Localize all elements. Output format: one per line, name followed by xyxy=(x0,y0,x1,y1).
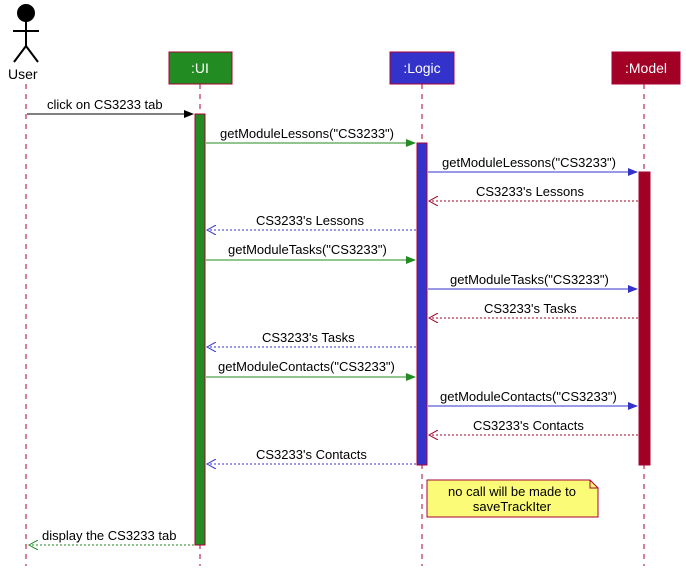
message-label: CS3233's Lessons xyxy=(256,213,364,228)
ui-activation-bar xyxy=(194,113,206,546)
note: no call will be made to saveTrackIter xyxy=(426,479,599,518)
message-return-tasks-model: CS3233's Tasks xyxy=(429,301,638,318)
user-actor: User xyxy=(8,4,39,82)
message-return-tasks-logic: CS3233's Tasks xyxy=(207,330,416,347)
message-label: click on CS3233 tab xyxy=(47,97,163,112)
message-label: getModuleLessons("CS3233") xyxy=(442,155,616,170)
logic-activation-bar xyxy=(416,142,428,466)
message-get-lessons-logic: getModuleLessons("CS3233") xyxy=(428,155,638,176)
logic-participant: :Logic xyxy=(389,51,455,85)
message-label: CS3233's Tasks xyxy=(262,330,355,345)
message-return-contacts-model: CS3233's Contacts xyxy=(429,418,638,435)
ui-participant-label: :UI xyxy=(191,60,209,76)
message-label: CS3233's Contacts xyxy=(473,418,584,433)
model-participant-label: :Model xyxy=(625,60,667,76)
message-label: display the CS3233 tab xyxy=(42,528,176,543)
stick-figure-icon xyxy=(13,4,39,63)
message-label: getModuleTasks("CS3233") xyxy=(228,242,387,257)
message-click-tab: click on CS3233 tab xyxy=(27,97,194,118)
message-label: CS3233's Contacts xyxy=(256,447,367,462)
logic-participant-label: :Logic xyxy=(403,60,440,76)
model-activation-bar xyxy=(638,171,651,466)
message-get-contacts-logic: getModuleContacts("CS3233") xyxy=(428,389,638,410)
message-label: getModuleLessons("CS3233") xyxy=(220,126,394,141)
ui-participant: :UI xyxy=(168,51,233,85)
message-get-lessons-ui: getModuleLessons("CS3233") xyxy=(206,126,416,147)
message-display-tab: display the CS3233 tab xyxy=(29,528,194,545)
message-label: getModuleContacts("CS3233") xyxy=(218,359,395,374)
message-return-contacts-logic: CS3233's Contacts xyxy=(207,447,416,464)
message-label: getModuleContacts("CS3233") xyxy=(440,389,617,404)
user-label: User xyxy=(8,66,38,82)
message-get-contacts-ui: getModuleContacts("CS3233") xyxy=(206,359,416,381)
message-label: CS3233's Tasks xyxy=(484,301,577,316)
message-return-lessons-logic: CS3233's Lessons xyxy=(207,213,416,230)
message-label: getModuleTasks("CS3233") xyxy=(450,272,609,287)
message-get-tasks-ui: getModuleTasks("CS3233") xyxy=(206,242,416,264)
note-line-2: saveTrackIter xyxy=(473,499,552,514)
message-label: CS3233's Lessons xyxy=(476,184,584,199)
model-participant: :Model xyxy=(611,51,681,85)
message-return-lessons-model: CS3233's Lessons xyxy=(429,184,638,201)
message-get-tasks-logic: getModuleTasks("CS3233") xyxy=(428,272,638,293)
note-line-1: no call will be made to xyxy=(448,484,576,499)
